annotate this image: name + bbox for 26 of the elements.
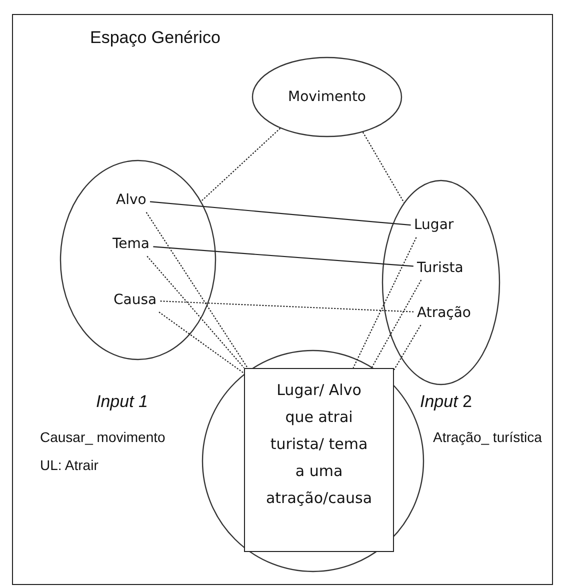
element-label: Atração [417,304,471,322]
concept-ellipse: Movimento [252,57,402,137]
frame-name: Causar_ movimento [40,429,166,445]
element-label: Tema [112,235,150,253]
connector-line [150,201,411,226]
diagram-title: Espaço Genérico [90,28,220,48]
space-label: Input 1 [96,392,148,412]
element-label: Causa [114,291,157,309]
dotted-connector [362,132,404,203]
input-space-ellipse [60,160,216,360]
element-label: Alvo [116,191,146,209]
lexical-unit-label: UL: Atrair [40,457,98,473]
connector-line [153,246,414,267]
dotted-connector [146,212,248,368]
element-label: Turista [417,259,464,277]
dotted-connector [371,280,422,368]
space-label: Input 2 [420,392,472,412]
input-space-ellipse [382,180,500,385]
element-label: Lugar [414,216,454,234]
dotted-connector [394,324,422,370]
dotted-connector [352,237,417,368]
dotted-connector [200,128,281,202]
dotted-connector [158,312,244,374]
dotted-connector [160,300,414,312]
dotted-connector [146,256,244,368]
frame-name: Atração_ turística [433,429,542,445]
